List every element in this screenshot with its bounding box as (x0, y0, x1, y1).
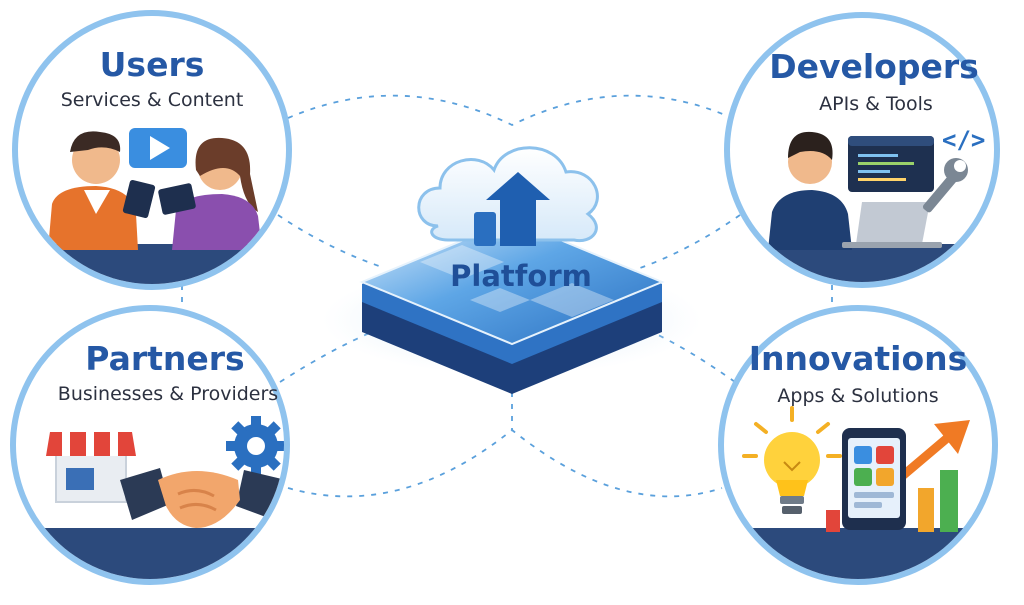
connector-developers-platform (639, 214, 741, 269)
users-title: Users (100, 45, 205, 84)
innovations-subtitle: Apps & Solutions (777, 385, 938, 407)
partners-title: Partners (85, 339, 244, 378)
node-users: Users Services & Content (12, 10, 292, 290)
lightbulb-icon (742, 406, 842, 514)
code-brackets-icon: </> (942, 126, 985, 154)
code-window-icon (848, 136, 934, 192)
developers-subtitle: APIs & Tools (819, 93, 933, 115)
connector-partners-innovations (287, 428, 723, 498)
partners-subtitle: Businesses & Providers (58, 383, 278, 405)
connector-partners-platform (279, 331, 373, 383)
developers-desk (730, 244, 994, 282)
storefront-icon (46, 432, 136, 503)
platform-center: Platform (322, 146, 702, 394)
gear-icon (226, 416, 284, 476)
people-icon (48, 131, 262, 250)
platform-label: Platform (450, 259, 592, 293)
innovations-title: Innovations (749, 339, 968, 378)
wrench-icon (922, 158, 968, 213)
node-partners: Partners Businesses & Providers (10, 305, 290, 585)
users-floor (18, 244, 286, 284)
smartphone-apps-icon (842, 428, 906, 530)
cloud-upload-icon (417, 146, 599, 246)
connector-users-developers (287, 94, 733, 127)
node-innovations: Innovations Apps & Solutions (718, 305, 998, 585)
handshake-icon (120, 468, 284, 528)
developers-title: Developers (769, 47, 979, 86)
tablet-icon (122, 179, 196, 219)
laptop-icon (842, 202, 942, 248)
users-subtitle: Services & Content (61, 89, 244, 111)
node-developers: </> Developers APIs & Tools (724, 12, 1000, 288)
connector-users-platform (277, 214, 386, 269)
platform-tiles (420, 245, 614, 317)
video-play-icon (129, 128, 187, 168)
innovations-floor (724, 528, 992, 579)
growth-chart-icon (826, 420, 970, 532)
developer-icon (768, 131, 852, 250)
